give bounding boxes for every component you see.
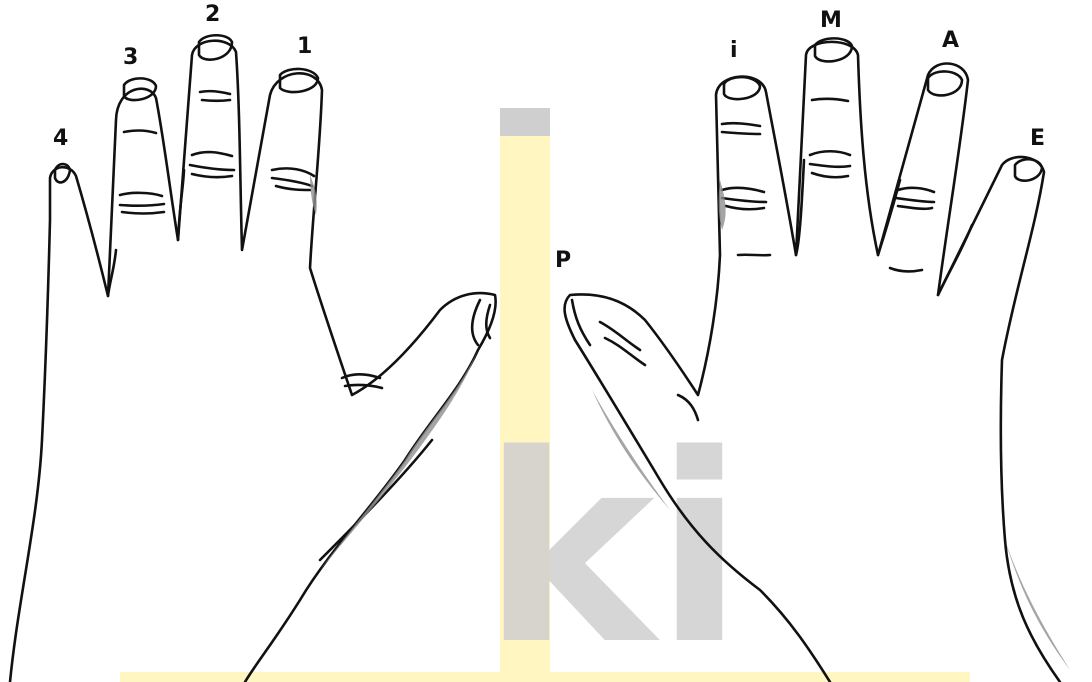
label-right-little: E <box>1030 128 1045 150</box>
left-crease-index <box>272 168 314 190</box>
right-nail-index <box>724 77 760 99</box>
left-crease-ring-upper <box>124 131 156 133</box>
left-hand-shadows <box>310 175 478 570</box>
label-right-thumb: P <box>555 250 571 272</box>
left-nail-middle <box>199 35 232 59</box>
watermark-top-gray <box>500 108 550 136</box>
left-crease-middle <box>190 152 234 177</box>
left-crease-middle-upper <box>200 91 230 101</box>
label-left-index: 1 <box>297 36 312 58</box>
right-crease-ring <box>896 188 934 209</box>
left-crease-ring <box>120 193 164 214</box>
watermark-bottom-left <box>120 672 500 682</box>
right-gap-middle-ring <box>878 180 900 255</box>
label-left-little: 4 <box>53 128 68 150</box>
left-hand-outline <box>10 41 496 682</box>
right-shadow-wrist <box>1005 540 1070 670</box>
right-nail-ring <box>928 71 962 95</box>
right-crease-middle <box>810 151 850 177</box>
left-gap-middle-ring <box>178 170 184 240</box>
label-right-middle: M <box>820 10 842 32</box>
right-crease-base <box>738 255 922 272</box>
watermark: ki <box>120 108 970 682</box>
label-right-index: i <box>730 40 738 62</box>
label-left-ring: 3 <box>123 47 138 69</box>
right-nail-little <box>1015 159 1042 180</box>
left-hand <box>10 35 496 682</box>
right-crease-index-upper <box>722 123 760 134</box>
label-left-middle: 2 <box>205 4 220 26</box>
right-crease-middle-upper <box>812 99 848 101</box>
left-thumb-crease <box>472 300 490 345</box>
right-crease-index <box>722 188 766 209</box>
label-right-ring: A <box>942 30 959 52</box>
